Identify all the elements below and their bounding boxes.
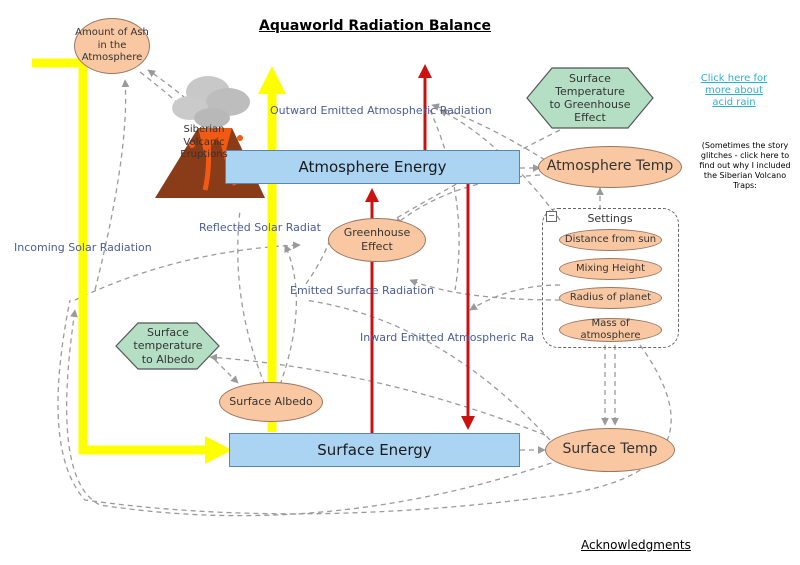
acid-rain-link[interactable]: Click here for more about acid rain	[700, 73, 768, 108]
connector-surftemp-emitted	[304, 299, 551, 441]
connector-conv-albedo	[214, 359, 239, 384]
inward-emitted-label: Inward Emitted Atmospheric Ra	[360, 331, 535, 344]
settings-collapse-button[interactable]: −	[546, 211, 557, 222]
surface-energy-label: Surface Energy	[317, 441, 432, 459]
connector-settings-inward	[469, 284, 561, 311]
atmosphere-energy-stock[interactable]: Atmosphere Energy	[225, 150, 520, 184]
volcano-traps-note[interactable]: (Sometimes the story glitches - click he…	[699, 141, 791, 190]
setting-mixing-height[interactable]: Mixing Height	[559, 258, 662, 280]
settings-group[interactable]	[542, 208, 679, 348]
setting-distance-from-sun[interactable]: Distance from sun	[559, 229, 662, 251]
connector-greenhouse-emitted	[304, 239, 331, 286]
volcanic-eruptions-label[interactable]: Siberian Volcanic Eruptions	[180, 124, 228, 160]
acknowledgments-link[interactable]: Acknowledgments	[581, 538, 691, 552]
atmosphere-energy-label: Atmosphere Energy	[298, 158, 447, 176]
incoming-solar-label: Incoming Solar Radiation	[14, 241, 152, 254]
connector-albedo-reflected	[237, 209, 266, 386]
settings-title: Settings	[587, 212, 633, 225]
surface-energy-stock[interactable]: Surface Energy	[229, 433, 520, 467]
reflected-solar-label: Reflected Solar Radiat	[199, 221, 321, 234]
converter-surface-temp-albedo[interactable]: Surface temperature to Albedo	[133, 326, 203, 366]
ash-amount-variable[interactable]: Amount of Ash in the Atmosphere	[74, 18, 150, 74]
setting-radius-of-planet[interactable]: Radius of planet	[559, 287, 662, 309]
connector-surftemp-conv	[209, 353, 546, 436]
connector-ash-incoming	[94, 79, 130, 291]
surface-albedo-variable[interactable]: Surface Albedo	[219, 382, 323, 422]
greenhouse-effect-variable[interactable]: Greenhouse Effect	[328, 218, 426, 262]
outward-emitted-label: Outward Emitted Atmospheric Radiation	[270, 104, 492, 117]
atmosphere-temp-variable[interactable]: Atmosphere Temp	[538, 146, 682, 188]
inward-emitted-flow[interactable]	[461, 184, 475, 430]
reflected-solar-flow[interactable]	[258, 66, 286, 432]
connector-albedo-reflected2	[279, 244, 298, 386]
page-title: Aquaworld Radiation Balance	[259, 18, 491, 34]
connector-loop-bottom1	[66, 309, 561, 517]
connector-loop-incoming	[74, 241, 301, 301]
surface-temp-variable[interactable]: Surface Temp	[545, 428, 675, 472]
connector-outward-loop	[429, 109, 460, 291]
connector-settings-emitted	[409, 278, 561, 301]
converter-surface-temp-greenhouse-shape[interactable]	[526, 67, 654, 129]
converter-surface-temp-greenhouse[interactable]: Surface Temperature to Greenhouse Effect	[549, 71, 631, 125]
outward-emitted-flow[interactable]	[418, 64, 432, 152]
connector-loop-bottom2	[57, 299, 672, 515]
incoming-solar-flow[interactable]	[32, 58, 232, 464]
converter-surface-temp-albedo-shape[interactable]	[115, 322, 220, 370]
emitted-surface-label: Emitted Surface Radiation	[290, 284, 434, 297]
setting-mass-of-atmosphere[interactable]: Mass of atmosphere	[559, 318, 662, 342]
